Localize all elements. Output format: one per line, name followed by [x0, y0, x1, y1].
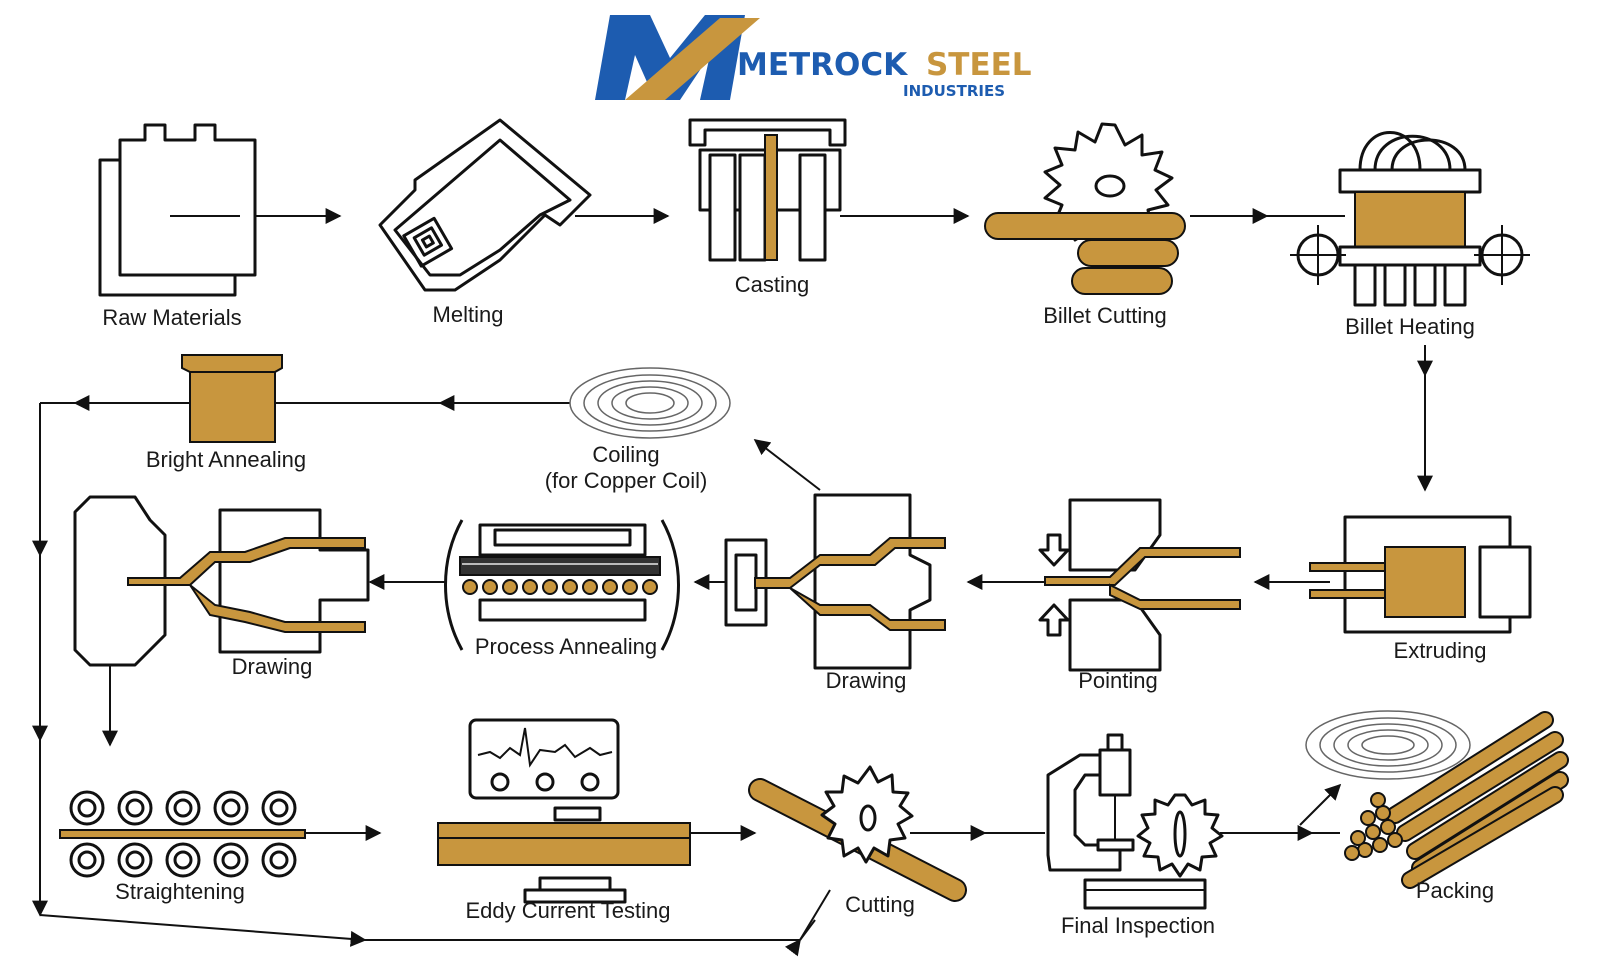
raw-materials-icon — [98, 123, 257, 297]
step-label-casting: Casting — [735, 272, 810, 297]
brand-subtitle: INDUSTRIES — [903, 82, 1005, 100]
brand-name-part2: STEEL — [926, 47, 1032, 83]
step-label-final-inspection: Final Inspection — [1061, 913, 1215, 938]
copper-coil-icon — [569, 367, 731, 439]
step-label-drawing-right: Drawing — [826, 668, 907, 693]
step-label-straightening: Straightening — [115, 879, 245, 904]
packing-bundle-icon — [1305, 710, 1569, 889]
step-label-raw-materials: Raw Materials — [102, 305, 241, 330]
billet-cutting-saw-icon — [984, 122, 1186, 295]
step-label-eddy-current-testing: Eddy Current Testing — [465, 898, 670, 923]
casting-machine-icon — [688, 118, 847, 262]
step-label-extruding: Extruding — [1394, 638, 1487, 663]
tube-bundle-icon — [1344, 711, 1569, 889]
step-label-coiling-note: (for Copper Coil) — [545, 468, 708, 493]
step-label-cutting: Cutting — [845, 892, 915, 917]
step-label-billet-cutting: Billet Cutting — [1043, 303, 1167, 328]
process-annealing-furnace-icon — [444, 519, 680, 651]
final-inspection-gauge-icon — [1046, 733, 1224, 910]
billet-heating-furnace-icon — [1290, 131, 1530, 307]
logo-mark-icon — [595, 15, 760, 100]
row1-connectors — [170, 208, 1433, 492]
pointing-die-icon — [1038, 498, 1241, 672]
step-label-melting: Melting — [433, 302, 504, 327]
bright-annealing-furnace-icon — [181, 354, 283, 443]
step-label-process-annealing: Process Annealing — [475, 634, 657, 659]
row2-connectors — [32, 395, 1330, 917]
step-label-bright-annealing: Bright Annealing — [146, 447, 306, 472]
drawing-machine-icon-right — [724, 493, 946, 670]
brand-name: METROCK STEEL — [737, 47, 1032, 83]
cutting-saw-icon — [748, 765, 967, 902]
step-label-drawing-left: Drawing — [232, 654, 313, 679]
step-label-packing: Packing — [1416, 878, 1494, 903]
brand-name-part1: METROCK — [737, 47, 908, 83]
company-logo: METROCK STEEL INDUSTRIES — [595, 15, 1032, 100]
straightening-rollers-icon — [59, 790, 306, 878]
step-label-pointing: Pointing — [1078, 668, 1158, 693]
packed-coil-icon — [1305, 710, 1471, 780]
drawing-machine-icon-left — [73, 495, 370, 667]
extrusion-press-icon — [1309, 515, 1532, 634]
eddy-current-tester-icon — [437, 718, 691, 904]
melting-furnace-icon — [378, 118, 592, 292]
step-label-billet-heating: Billet Heating — [1345, 314, 1475, 339]
row3-connectors — [39, 783, 1342, 957]
step-label-coiling: Coiling — [592, 442, 659, 467]
